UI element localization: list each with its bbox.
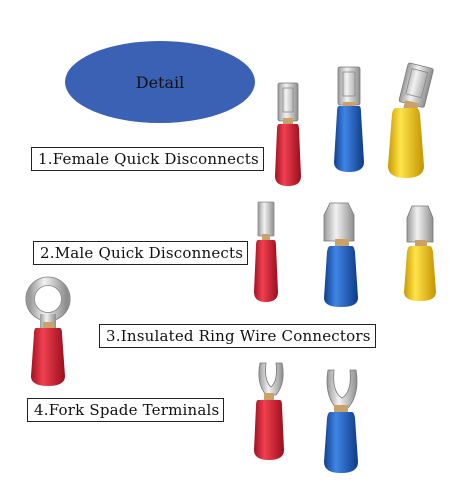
detail-badge-text: Detail xyxy=(135,72,185,92)
label-male-quick-disconnects: 2.Male Quick Disconnects xyxy=(33,241,249,265)
label-insulated-ring-wire-connectors: 3.Insulated Ring Wire Connectors xyxy=(99,324,376,348)
male-disconnect-yellow xyxy=(404,205,436,301)
female-disconnect-blue xyxy=(334,66,364,172)
female-disconnect-yellow xyxy=(388,62,434,178)
label-female-quick-disconnects: 1.Female Quick Disconnects xyxy=(31,147,264,171)
fork-spade-red xyxy=(254,362,284,460)
label-fork-spade-terminals: 4.Fork Spade Terminals xyxy=(27,398,225,422)
male-disconnect-blue xyxy=(323,202,358,307)
ring-connector-red xyxy=(25,276,71,386)
detail-badge: Detail xyxy=(65,41,255,123)
male-disconnect-red xyxy=(254,201,278,302)
fork-spade-blue xyxy=(324,369,358,473)
female-disconnect-red xyxy=(275,82,301,186)
